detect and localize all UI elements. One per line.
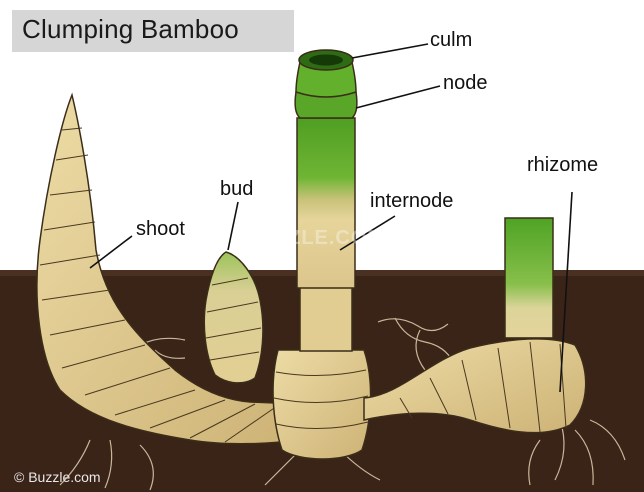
- label-rhizome: rhizome: [527, 154, 598, 177]
- label-internode: internode: [370, 190, 453, 213]
- leader-culm: [352, 44, 428, 58]
- leader-node: [356, 86, 440, 108]
- label-shoot: shoot: [136, 218, 185, 241]
- label-culm: culm: [430, 29, 472, 52]
- leader-bud: [228, 202, 238, 250]
- watermark: BUZZLE.COM: [244, 227, 385, 250]
- label-node: node: [443, 72, 488, 95]
- label-bud: bud: [220, 178, 253, 201]
- culm: [273, 50, 371, 459]
- diagram-title: Clumping Bamboo: [22, 14, 239, 45]
- credit: © Buzzle.com: [14, 469, 101, 485]
